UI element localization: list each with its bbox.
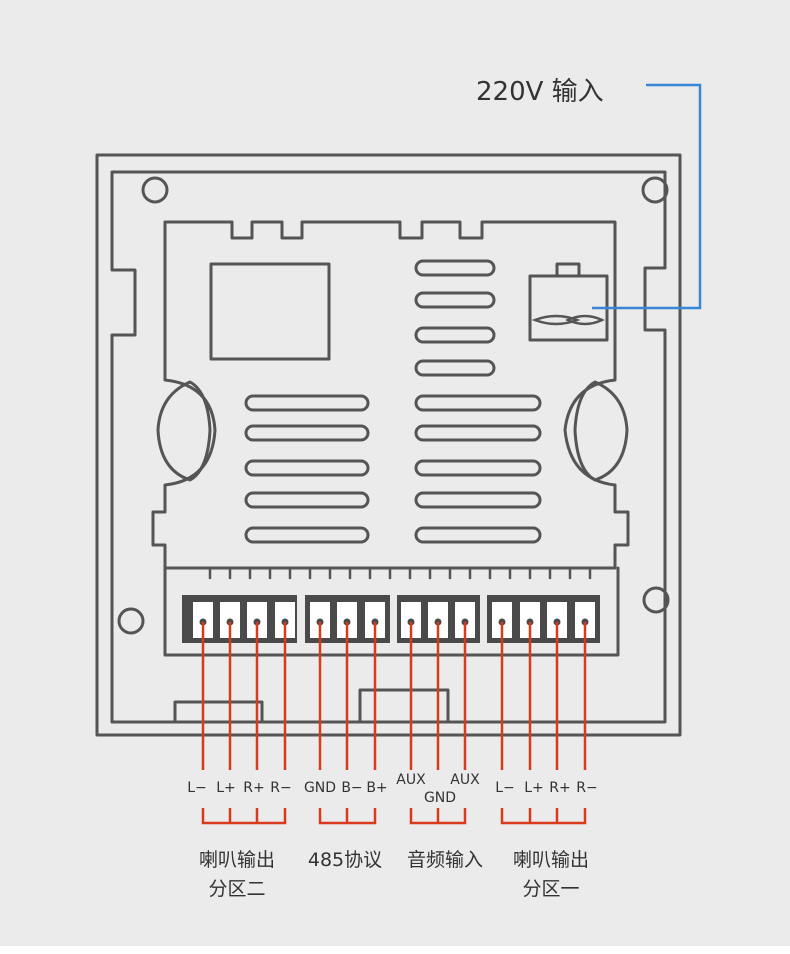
vent-slot — [414, 491, 542, 509]
vent-slot — [414, 259, 496, 277]
terminal-label: AUX — [450, 772, 480, 788]
mount-hole-bottom-right — [642, 586, 670, 614]
terminal-label: L− — [495, 780, 515, 796]
group-label-line2: 分区二 — [208, 878, 265, 900]
mount-hole-top-left — [141, 176, 169, 204]
group-bracket — [500, 808, 587, 825]
group-bracket — [201, 808, 287, 825]
right-clip — [573, 380, 629, 482]
bottom-tab-left — [173, 700, 264, 724]
power-wire — [592, 83, 702, 310]
terminal-label: GND — [304, 780, 336, 796]
mount-hole-top-right — [641, 176, 669, 204]
vent-slot — [244, 491, 370, 509]
group-label-line1: 音频输入 — [407, 849, 483, 871]
terminal-label: L− — [187, 780, 207, 796]
vent-slot — [244, 394, 370, 412]
terminal-labels: L− L+ R+ R− GND B−B+ AUX GND AUX L− L+ R+ R− — [187, 772, 598, 806]
inner-plate — [110, 170, 667, 724]
vent-slot — [414, 326, 496, 344]
chip — [209, 262, 331, 361]
terminal-label: B− — [341, 780, 362, 796]
group-brackets — [201, 808, 587, 825]
power-connector — [528, 274, 609, 342]
bottom-tab-mid — [358, 688, 450, 724]
terminal-label: R+ — [243, 780, 264, 796]
vent-slot — [414, 526, 542, 544]
group-label-line2: 分区一 — [522, 878, 579, 900]
vent-slot — [244, 526, 370, 544]
vent-slot — [414, 291, 496, 309]
vent-slot — [414, 359, 496, 377]
left-clip — [156, 380, 212, 482]
terminal-label: R+ — [549, 780, 570, 796]
vent-slots — [244, 259, 542, 544]
terminal-label: R− — [576, 780, 597, 796]
group-label-line1: 485协议 — [308, 849, 382, 871]
terminal-label: B+ — [366, 780, 387, 796]
vent-slot — [244, 424, 370, 442]
power-connector-tab — [555, 262, 581, 278]
vent-slot — [414, 459, 542, 477]
terminal-label: L+ — [216, 780, 236, 796]
terminal-label: AUX — [396, 772, 426, 788]
vent-slot — [244, 459, 370, 477]
vent-slot — [414, 424, 542, 442]
terminal-label: R− — [270, 780, 291, 796]
terminal-label: L+ — [524, 780, 544, 796]
terminal-label: GND — [424, 790, 456, 806]
outer-panel — [95, 153, 682, 737]
group-label-line1: 喇叭输出 — [199, 849, 275, 871]
connector-strip — [163, 566, 620, 657]
power-input-label: 220V 输入 — [476, 77, 604, 107]
vent-slot — [414, 394, 542, 412]
group-label-line1: 喇叭输出 — [513, 849, 589, 871]
terminal-blocks — [182, 595, 600, 643]
mount-hole-bottom-left — [117, 607, 145, 635]
red-wires — [201, 622, 587, 770]
circuit-board — [151, 220, 630, 570]
power-connector-screws — [531, 314, 605, 326]
strip-teeth — [208, 566, 592, 580]
